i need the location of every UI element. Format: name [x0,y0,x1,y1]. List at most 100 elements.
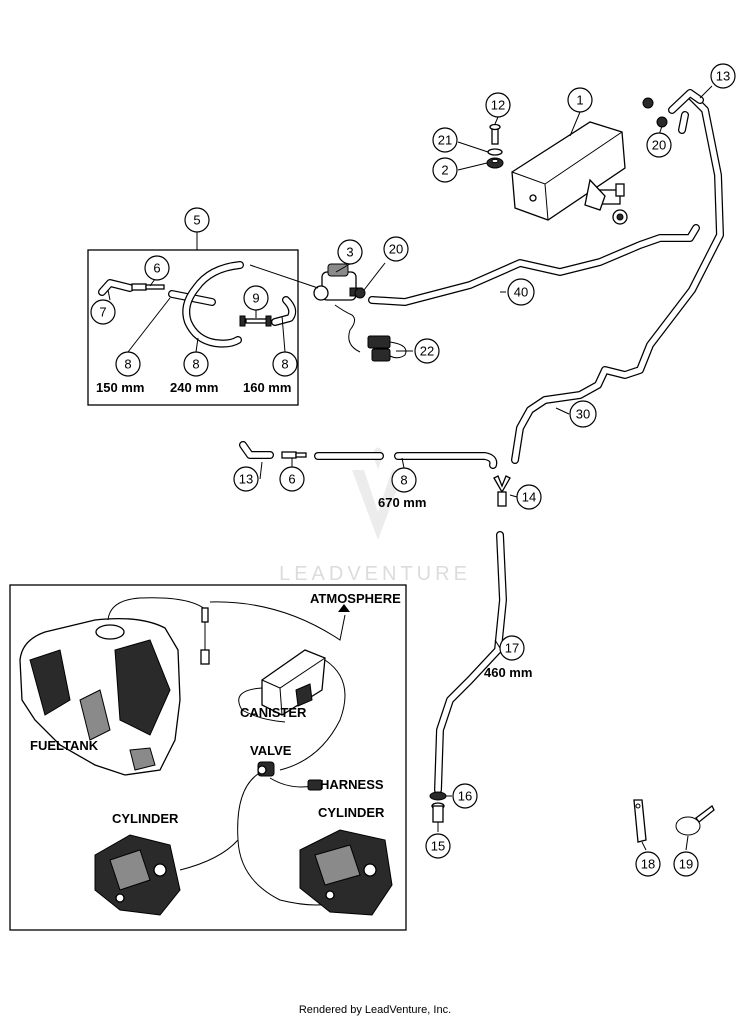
label-cylinder-left: CYLINDER [112,811,179,826]
callout-13-mid[interactable]: 13 [233,466,259,492]
dim-240mm: 240 mm [170,380,218,395]
clamp-20-top[interactable] [642,97,668,128]
valve-part[interactable] [313,263,363,353]
dim-160mm: 160 mm [243,380,291,395]
cylinder-left-illustration [94,834,181,916]
svg-text:22: 22 [420,344,434,359]
callout-16[interactable]: 16 [452,783,478,809]
callout-6-box[interactable]: 6 [144,255,170,281]
callout-30[interactable]: 30 [569,400,597,428]
callout-18[interactable]: 18 [635,851,661,877]
connector-9[interactable] [239,315,272,327]
svg-text:6: 6 [153,261,160,276]
svg-text:19: 19 [679,857,693,872]
svg-text:1: 1 [576,93,583,108]
clamp-20-valve[interactable] [354,287,366,299]
schematic-canister [261,649,326,716]
label-harness: HARNESS [320,777,384,792]
svg-text:9: 9 [252,291,259,306]
line-tank-to-tee [107,597,207,621]
schematic-harness [307,779,323,791]
svg-text:8: 8 [124,357,131,372]
svg-text:7: 7 [99,305,106,320]
svg-text:13: 13 [239,472,253,487]
svg-text:3: 3 [346,245,353,260]
svg-text:6: 6 [288,472,295,487]
elbow-13-top[interactable] [669,90,703,113]
callout-8-150[interactable]: 8 [115,351,141,377]
svg-text:8: 8 [192,357,199,372]
svg-text:20: 20 [389,242,403,257]
bolt-12[interactable] [489,123,501,145]
hose-8-670mm-b[interactable] [395,453,497,468]
callout-6-mid[interactable]: 6 [279,466,305,492]
callout-8-240[interactable]: 8 [183,351,209,377]
callout-14[interactable]: 14 [516,484,542,510]
leader-lines [107,85,713,851]
svg-text:5: 5 [193,213,200,228]
filter-15[interactable] [431,802,445,823]
elbow-7[interactable] [99,280,133,295]
svg-text:8: 8 [281,357,288,372]
callout-21[interactable]: 21 [432,127,458,153]
connector-22[interactable] [367,335,407,362]
connector-6-mid[interactable] [281,451,307,459]
fueltank-illustration [19,618,181,776]
hose-8-240mm[interactable] [183,262,243,347]
elbow-13-mid[interactable] [240,442,273,458]
callout-13-top[interactable]: 13 [710,63,736,89]
svg-text:14: 14 [522,490,536,505]
clamp-16[interactable] [429,791,447,801]
callout-7[interactable]: 7 [90,299,116,325]
callout-3[interactable]: 3 [337,239,363,265]
grommet-2[interactable] [486,157,504,169]
callout-1[interactable]: 1 [567,87,593,113]
canister-part[interactable] [511,121,628,225]
washer-21[interactable] [487,148,503,156]
cylinder-right-illustration [299,829,393,916]
callout-8-160[interactable]: 8 [272,351,298,377]
svg-text:15: 15 [431,839,445,854]
tee-connector-14[interactable] [493,475,511,507]
svg-text:20: 20 [652,138,666,153]
connector-6-box[interactable] [131,283,165,291]
callout-2[interactable]: 2 [432,157,458,183]
schematic-tee [200,607,210,665]
dim-150mm: 150 mm [96,380,144,395]
label-fueltank: FUELTANK [30,738,99,753]
callout-19[interactable]: 19 [673,851,699,877]
callout-40[interactable]: 40 [507,278,535,306]
callout-12[interactable]: 12 [485,92,511,118]
callout-17[interactable]: 17 [499,635,525,661]
svg-text:40: 40 [514,285,528,300]
footer-credit: Rendered by LeadVenture, Inc. [298,1004,452,1016]
svg-text:2: 2 [441,163,448,178]
hose-30[interactable] [512,92,723,463]
svg-text:12: 12 [491,98,505,113]
hose-8-160mm[interactable] [272,297,295,325]
hose-40[interactable] [369,225,699,305]
watermark: LEADVENTURE [279,447,471,585]
bracket-18[interactable] [633,799,647,843]
callout-9[interactable]: 9 [243,285,269,311]
svg-text:17: 17 [505,641,519,656]
watermark-text: LEADVENTURE [279,563,471,585]
cable-tie-19[interactable] [675,805,715,836]
label-atmosphere: ATMOSPHERE [310,591,401,606]
svg-text:16: 16 [458,789,472,804]
callout-15[interactable]: 15 [425,833,451,859]
callout-22[interactable]: 22 [414,338,440,364]
callout-5[interactable]: 5 [184,207,210,233]
callout-8-670[interactable]: 8 [391,467,417,493]
hose-17[interactable] [435,532,506,793]
svg-text:30: 30 [576,407,590,422]
callout-20-valve[interactable]: 20 [383,236,409,262]
dim-670mm: 670 mm [378,495,426,510]
svg-text:13: 13 [716,69,730,84]
svg-text:8: 8 [400,473,407,488]
svg-text:18: 18 [641,857,655,872]
dim-460mm: 460 mm [484,665,532,680]
callout-20-top[interactable]: 20 [646,132,672,158]
label-valve: VALVE [250,743,292,758]
